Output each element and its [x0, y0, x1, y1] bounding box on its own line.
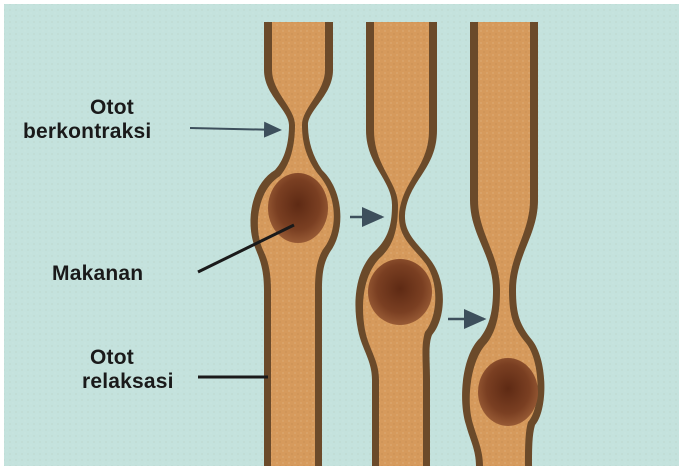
food-label: Makanan: [52, 262, 143, 286]
contracted-muscle-label-line1: Otot: [88, 96, 151, 120]
food-bolus-3: [478, 358, 538, 426]
background-texture: [4, 4, 679, 466]
contracted-muscle-label: Otot berkontraksi: [88, 96, 151, 144]
relaxed-muscle-label-line2: relaksasi: [82, 370, 174, 394]
food-bolus-2: [368, 259, 432, 325]
food-label-text: Makanan: [52, 262, 143, 286]
contracted-muscle-label-line2: berkontraksi: [23, 120, 151, 144]
relaxed-muscle-label: Otot relaksasi: [82, 346, 174, 394]
relaxed-muscle-label-line1: Otot: [82, 346, 174, 370]
